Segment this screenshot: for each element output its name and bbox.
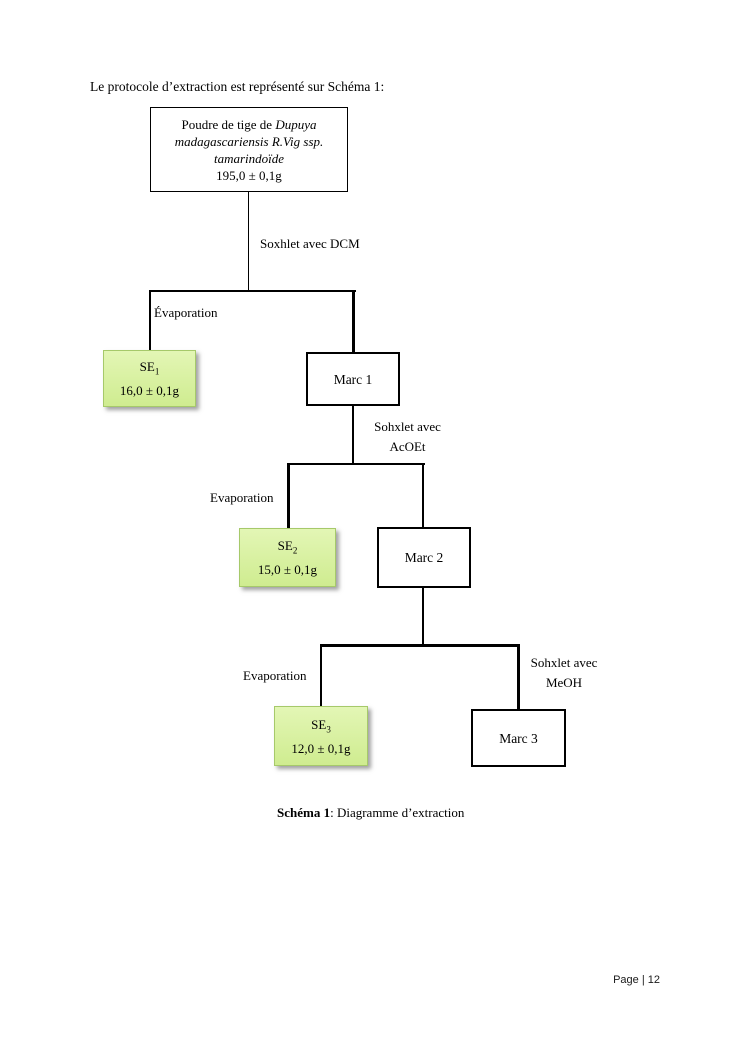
figure-caption-rest: : Diagramme d’extraction [330, 805, 465, 820]
connector-branch1-left [149, 290, 151, 350]
extract-se2-sub: 2 [292, 545, 298, 556]
connector-branch3-right [517, 644, 520, 709]
intro-text: Le protocole d’extraction est représenté… [90, 79, 385, 94]
residue-box-marc1: Marc 1 [306, 352, 400, 406]
edge-label-sohxlet-meoh: Sohxlet avec MeOH [524, 653, 604, 693]
connector-branch3-left [320, 644, 322, 706]
root-box-line3: tamarindoïde [213, 150, 285, 166]
extract-box-se1: SE1 16,0 ± 0,1g [103, 350, 196, 407]
root-box-line1-plain: Poudre de tige de [181, 116, 276, 132]
extract-se3-sub: 3 [326, 724, 331, 735]
connector-marc1-down [352, 406, 354, 464]
connector-marc2-down [422, 588, 424, 645]
connector-branch2-horizontal [287, 463, 425, 465]
edge-label-sohxlet-acoet-line2: AcOEt [389, 439, 426, 454]
extract-box-se2: SE2 15,0 ± 0,1g [239, 528, 336, 587]
connector-branch1-right [352, 290, 355, 352]
figure-caption: Schéma 1: Diagramme d’extraction [277, 805, 464, 821]
connector-root-down [248, 192, 249, 291]
root-box-line1: Poudre de tige de Dupuya [181, 116, 316, 133]
root-box-poudre: Poudre de tige de Dupuya madagascariensi… [150, 107, 348, 192]
extract-se3-label: SE3 [311, 716, 331, 735]
residue-marc1-label: Marc 1 [333, 371, 373, 387]
extract-se1-base: SE [139, 359, 155, 374]
edge-label-evaporation-3: Evaporation [243, 668, 307, 683]
extract-se2-base: SE [277, 538, 293, 553]
residue-box-marc3: Marc 3 [471, 709, 566, 767]
edge-label-sohxlet-acoet: Sohxlet avec AcOEt [365, 417, 450, 457]
connector-branch3-horizontal [320, 644, 520, 647]
residue-box-marc2: Marc 2 [377, 527, 471, 588]
extract-se1-sub: 1 [154, 366, 160, 377]
root-box-mass: 195,0 ± 0,1g [216, 167, 282, 183]
extract-se2-label: SE2 [277, 537, 298, 556]
edge-label-soxhlet-dcm: Soxhlet avec DCM [260, 236, 360, 251]
extract-se1-mass: 16,0 ± 0,1g [119, 383, 180, 398]
connector-branch1-horizontal [149, 290, 356, 292]
edge-label-sohxlet-meoh-line2: MeOH [545, 675, 583, 690]
page-number: Page | 12 [613, 974, 660, 986]
extract-box-se3: SE3 12,0 ± 0,1g [274, 706, 368, 766]
residue-marc2-label: Marc 2 [404, 550, 444, 565]
extract-se3-mass: 12,0 ± 0,1g [291, 740, 351, 756]
extract-se1-label: SE1 [139, 358, 160, 377]
connector-branch2-right [422, 463, 424, 527]
extract-se3-base: SE [311, 716, 327, 732]
root-box-line1-italic: Dupuya [275, 116, 317, 132]
edge-label-evaporation-1: Évaporation [154, 305, 218, 320]
edge-label-evaporation-2: Evaporation [210, 490, 274, 505]
edge-label-sohxlet-meoh-line1: Sohxlet avec [530, 655, 598, 670]
connector-branch2-left [287, 463, 290, 528]
extract-se2-mass: 15,0 ± 0,1g [257, 562, 318, 577]
figure-caption-bold: Schéma 1 [277, 805, 331, 820]
residue-marc3-label: Marc 3 [499, 730, 538, 746]
edge-label-sohxlet-acoet-line1: Sohxlet avec [374, 419, 441, 434]
root-box-line2: madagascariensis R.Vig ssp. [174, 133, 324, 149]
